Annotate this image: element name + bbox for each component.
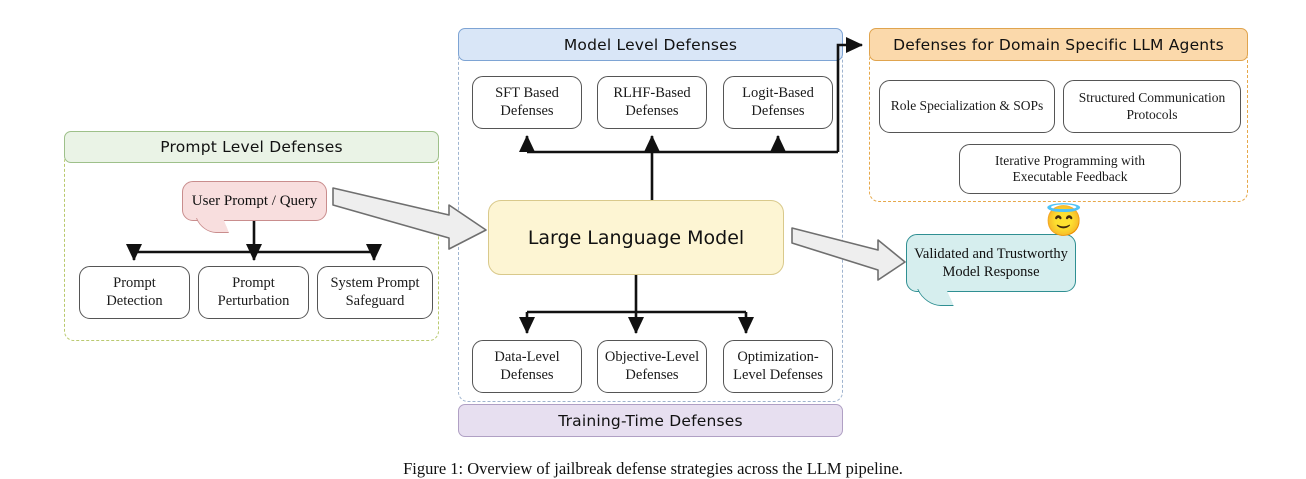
- prompt-level-header: Prompt Level Defenses: [64, 131, 439, 163]
- smiling-face-with-halo-icon: 😇: [1045, 205, 1083, 238]
- large-language-model-box[interactable]: Large Language Model: [488, 200, 784, 275]
- node-role-specialization-sops[interactable]: Role Specialization & SOPs: [879, 80, 1055, 133]
- llm-label: Large Language Model: [527, 226, 745, 249]
- prompt-level-title: Prompt Level Defenses: [160, 138, 343, 156]
- model-level-header: Model Level Defenses: [458, 28, 843, 61]
- node-label: Role Specialization & SOPs: [890, 98, 1044, 114]
- user-prompt-label: User Prompt / Query: [191, 192, 318, 209]
- user-prompt-bubble[interactable]: User Prompt / Query: [182, 181, 327, 233]
- domain-agents-header: Defenses for Domain Specific LLM Agents: [869, 28, 1248, 61]
- response-tail: [917, 289, 954, 306]
- figure-caption: Figure 1: Overview of jailbreak defense …: [403, 459, 903, 478]
- node-optimization-level-defenses[interactable]: Optimization-Level Defenses: [723, 340, 833, 393]
- model-level-title: Model Level Defenses: [563, 35, 738, 54]
- domain-agents-title: Defenses for Domain Specific LLM Agents: [893, 35, 1224, 54]
- training-time-title: Training-Time Defenses: [558, 411, 743, 430]
- training-time-header: Training-Time Defenses: [458, 404, 843, 437]
- node-label: Optimization-Level Defenses: [733, 348, 823, 383]
